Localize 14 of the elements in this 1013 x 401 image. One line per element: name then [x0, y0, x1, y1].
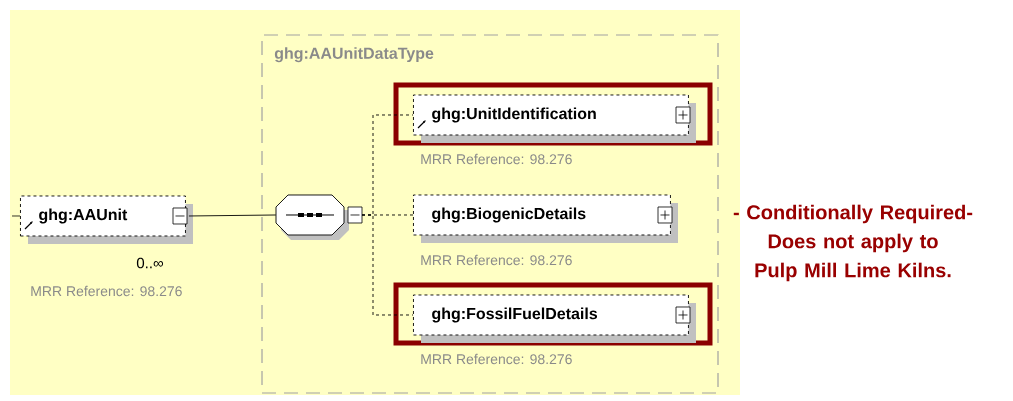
element-box: ghg:AAUnit: [20, 195, 193, 244]
reference-note: MRR Reference: 98.276: [421, 353, 572, 365]
connector-line: [188, 214, 277, 217]
reference-note: MRR Reference: 98.276: [421, 254, 572, 266]
element-box: ghg:UnitIdentification: [413, 94, 696, 143]
reference-note: MRR Reference: 98.276: [421, 153, 572, 165]
element-box: ghg:FossilFuelDetails: [413, 294, 696, 343]
sequence-symbol: [275, 194, 363, 240]
occurrence-label: 0..∞: [136, 257, 164, 269]
element-box: ghg:BiogenicDetails: [413, 194, 678, 243]
annotation-text: - Conditionally Required- Does not apply to Pulp Mill Lime Kilns.: [733, 204, 973, 282]
connector-line: [361, 214, 414, 316]
group-title: ghg:AAUnitDataType: [274, 47, 434, 63]
reference-note: MRR Reference: 98.276: [31, 285, 182, 297]
